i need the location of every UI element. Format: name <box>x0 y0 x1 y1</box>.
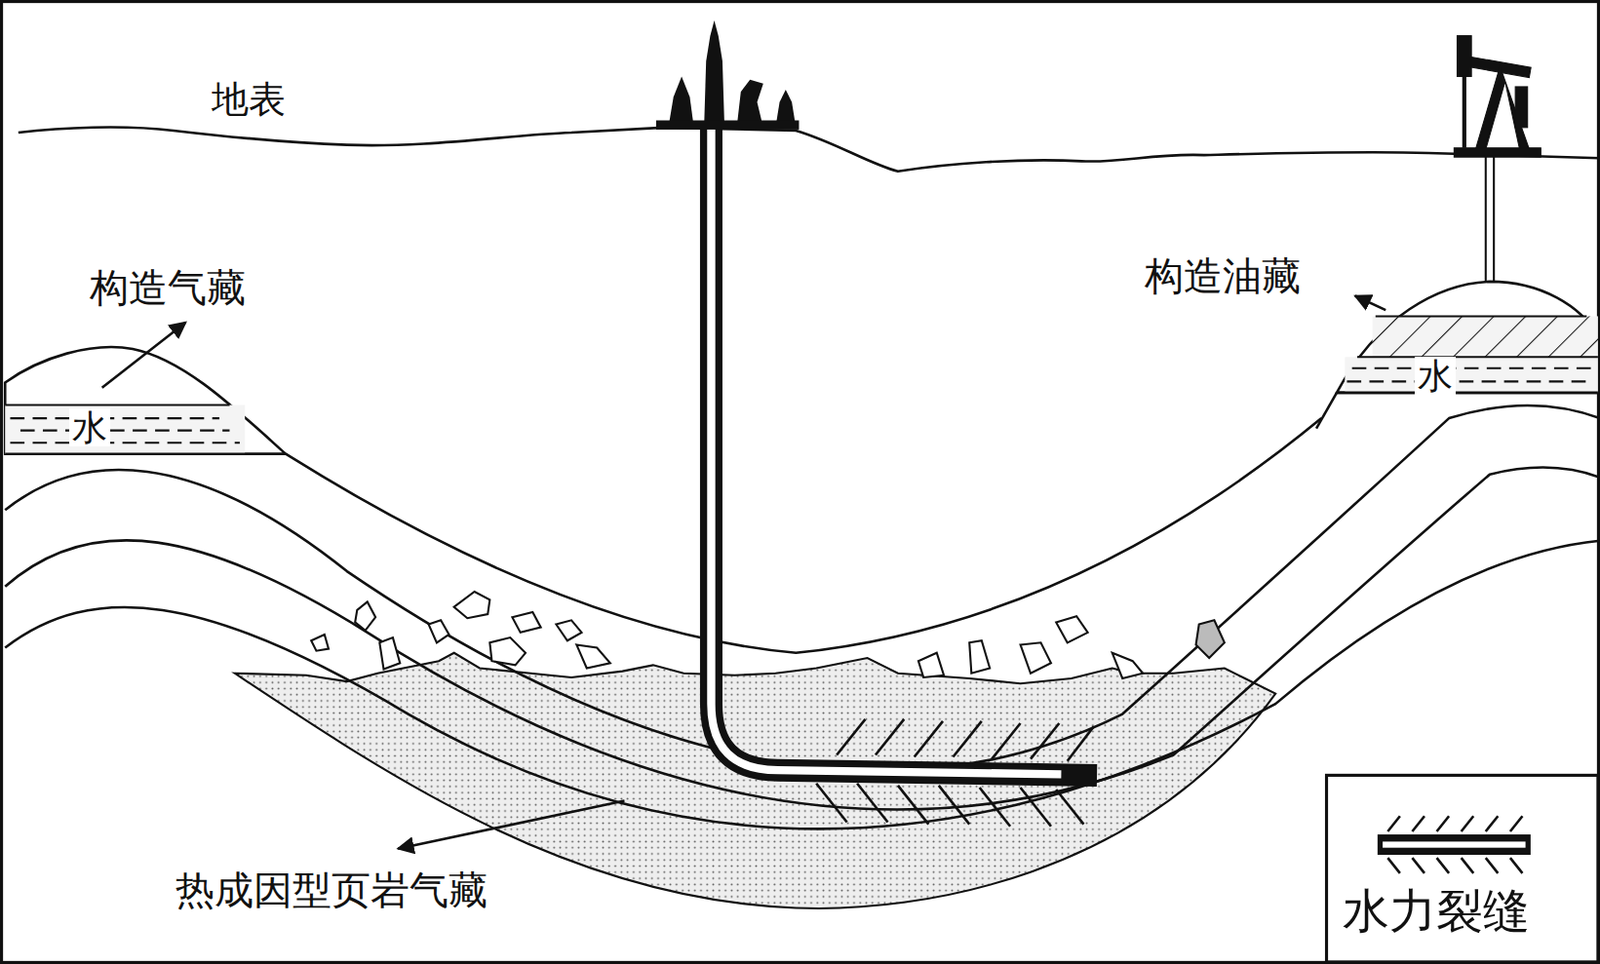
water-label: 水 <box>1414 356 1456 395</box>
legend-sample <box>1377 816 1531 874</box>
shale-gas-label: 热成因型页岩气藏 <box>175 869 488 913</box>
gas-trap-label: 构造气藏 <box>89 267 246 311</box>
water-label: 水 <box>69 408 111 447</box>
surface-label: 地表 <box>211 79 286 120</box>
legend-text: 水力裂缝 <box>1342 885 1530 937</box>
oil-trap-label: 构造油藏 <box>1144 255 1301 299</box>
